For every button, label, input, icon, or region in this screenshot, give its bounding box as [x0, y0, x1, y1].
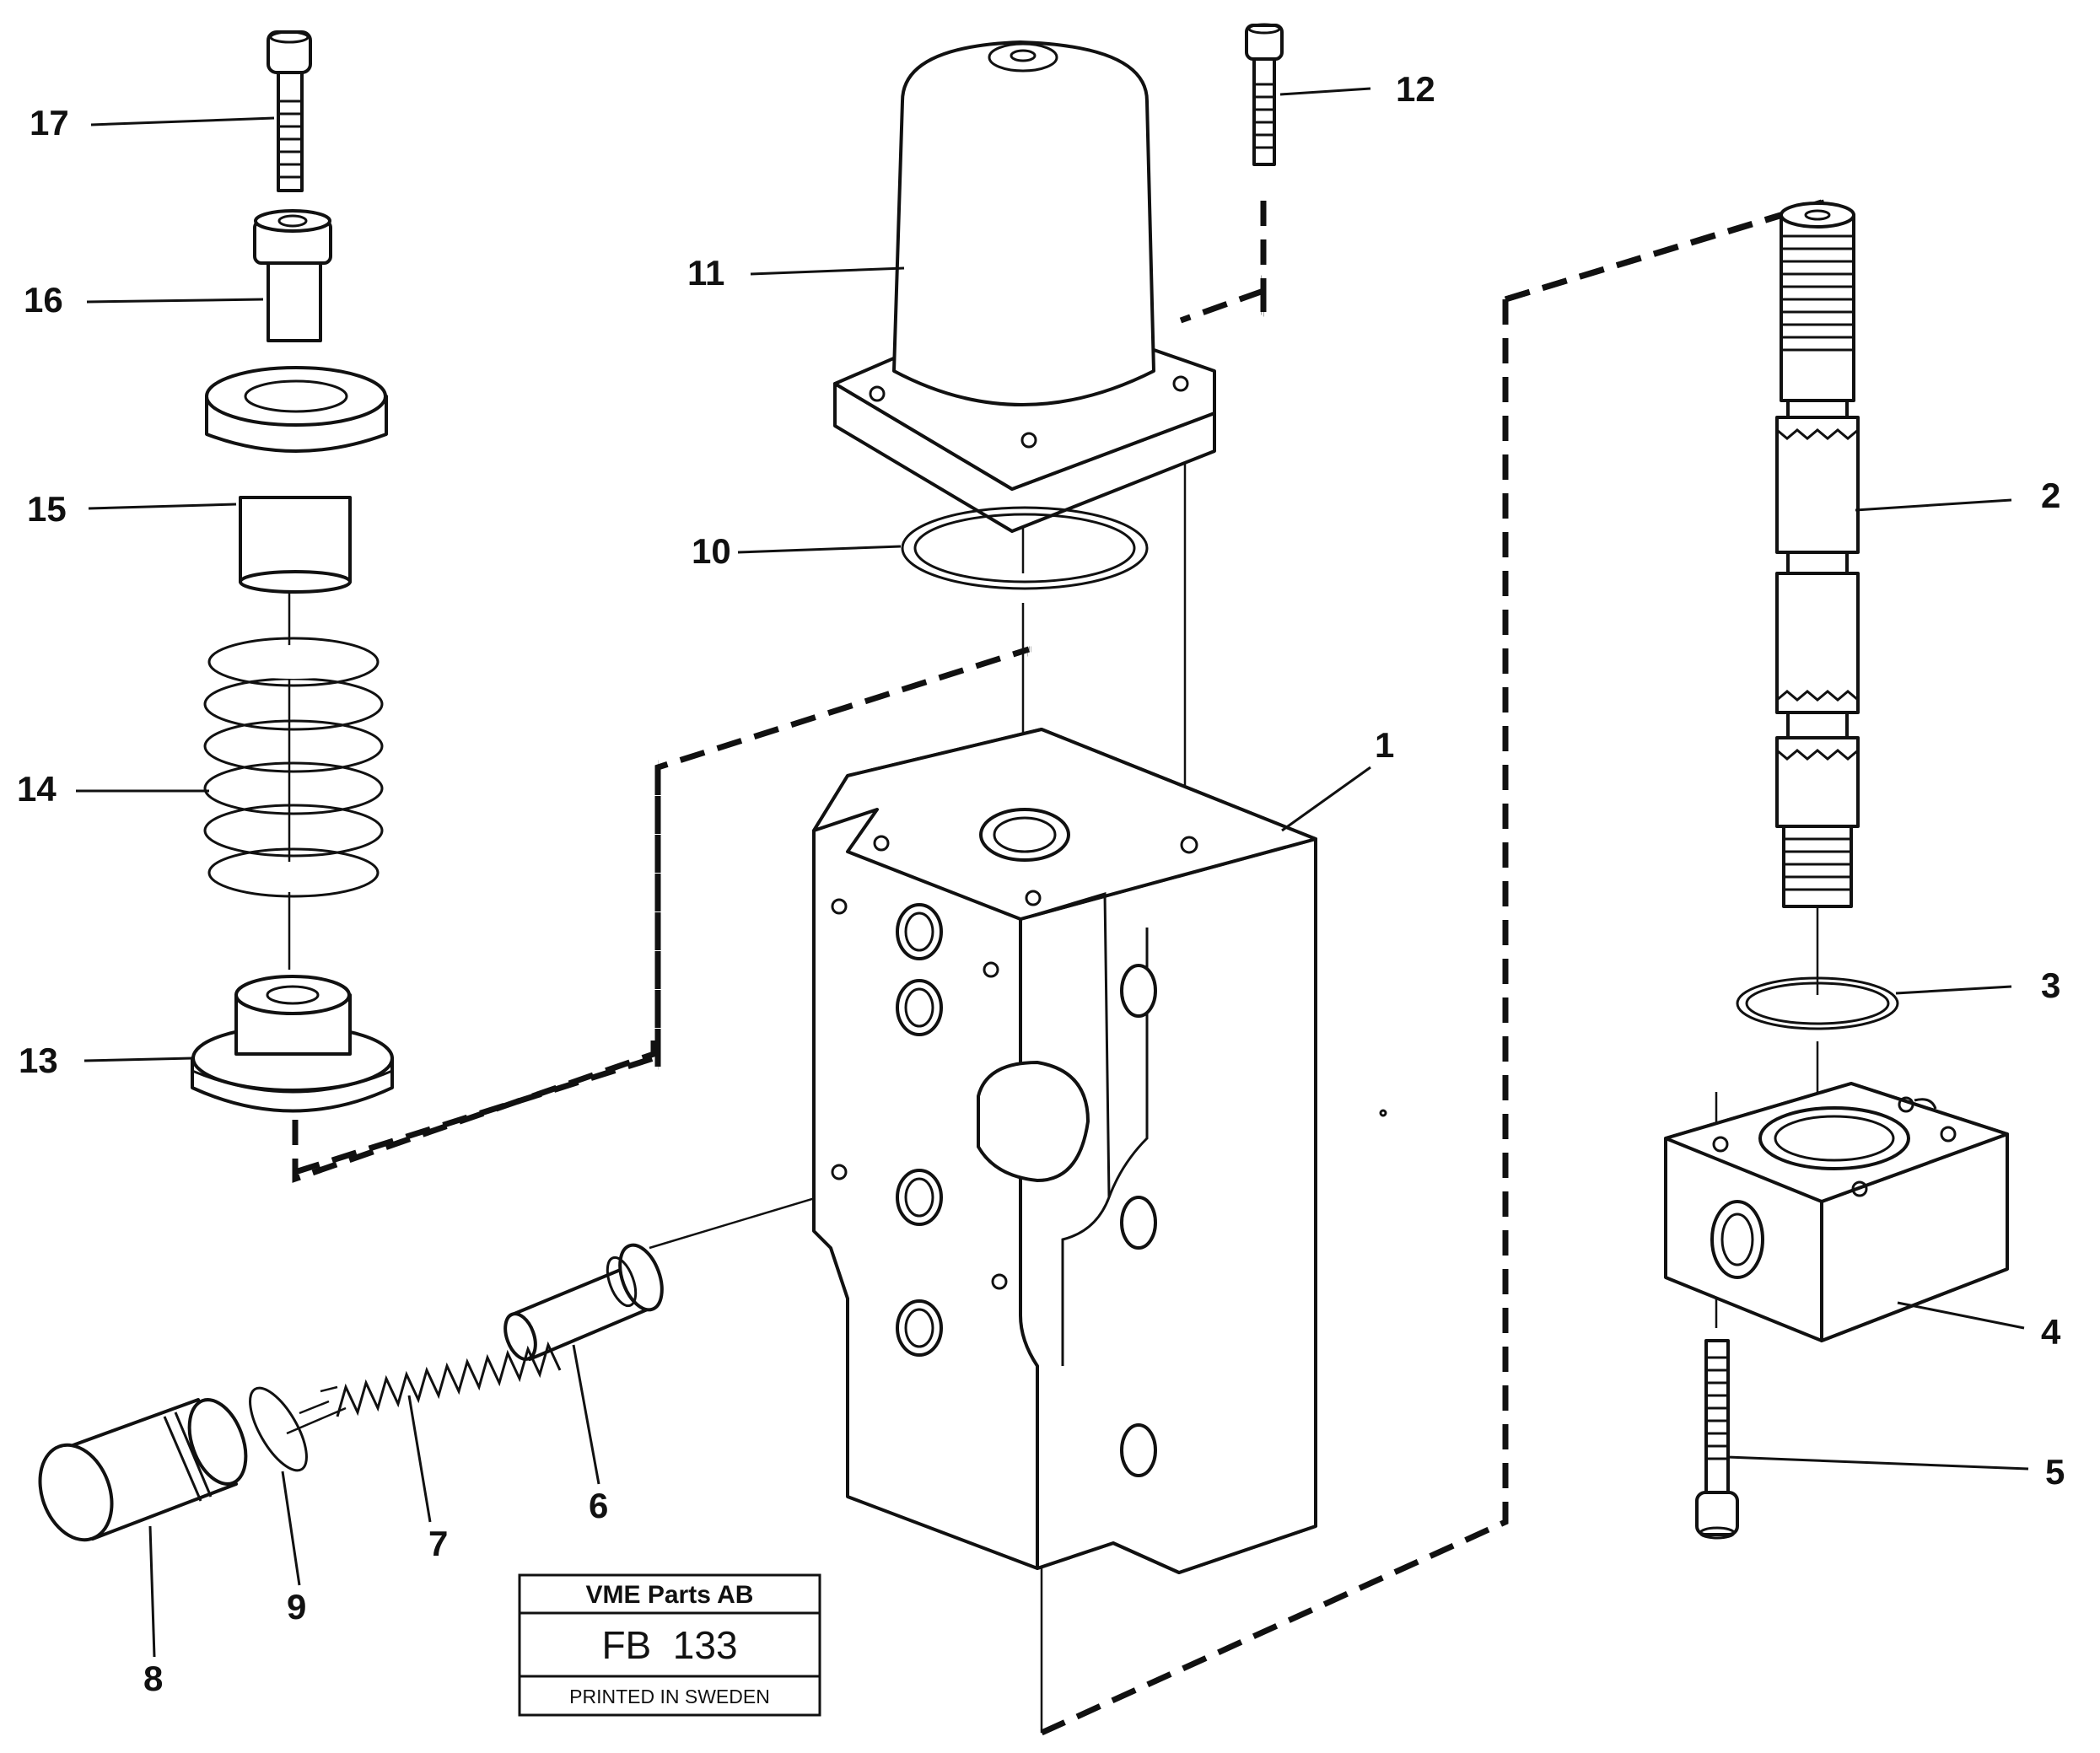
- callout-9: 9: [287, 1587, 306, 1627]
- callout-11: 11: [687, 253, 724, 293]
- part-7-spring: [336, 1341, 562, 1417]
- title-block-printed: PRINTED IN SWEDEN: [569, 1686, 770, 1707]
- part-1-valve-body: [812, 728, 1387, 1574]
- assembly-guide-lines: [292, 190, 1826, 1736]
- callout-3: 3: [2041, 965, 2060, 1005]
- part-5-screw: [1695, 1339, 1739, 1540]
- callout-17: 17: [30, 103, 69, 142]
- callout-15: 15: [27, 489, 67, 529]
- callout-2: 2: [2041, 476, 2060, 515]
- part-4-block: [1664, 1082, 2009, 1342]
- title-block-company: VME Parts AB: [586, 1581, 754, 1609]
- part-10-o-ring: [901, 506, 1149, 590]
- callout-7: 7: [428, 1524, 448, 1563]
- title-block: VME Parts AB FB 133 PRINTED IN SWEDEN: [518, 1573, 821, 1717]
- leader-lines: [76, 87, 2029, 1658]
- part-13-spring-seat: [191, 975, 394, 1113]
- callout-10: 10: [692, 531, 731, 571]
- callout-14: 14: [17, 769, 57, 809]
- title-block-code: FB 133: [601, 1623, 737, 1667]
- part-17-screw: [267, 30, 312, 192]
- part-9-o-ring: [249, 1386, 308, 1472]
- part-14-spring: [203, 637, 384, 898]
- part-11-housing: [833, 40, 1216, 533]
- part-15-spring-cup: [205, 366, 388, 594]
- part-6-sleeve: [503, 1243, 664, 1361]
- callout-labels: 17 16 15 14 13 11 12 10 1 2 3 4 5 6 7 9 …: [17, 69, 2065, 1698]
- callout-13: 13: [19, 1041, 58, 1080]
- callout-12: 12: [1396, 69, 1435, 109]
- part-12-screw: [1245, 23, 1284, 166]
- part-2-spool: [1775, 202, 1860, 908]
- part-8-plug: [38, 1398, 248, 1542]
- part-3-o-ring: [1736, 976, 1899, 1030]
- callout-1: 1: [1375, 725, 1394, 765]
- callout-16: 16: [24, 280, 63, 320]
- callout-8: 8: [143, 1659, 163, 1698]
- callout-6: 6: [589, 1486, 608, 1525]
- part-16-bushing: [253, 209, 332, 342]
- callout-4: 4: [2041, 1312, 2061, 1352]
- callout-5: 5: [2045, 1452, 2065, 1492]
